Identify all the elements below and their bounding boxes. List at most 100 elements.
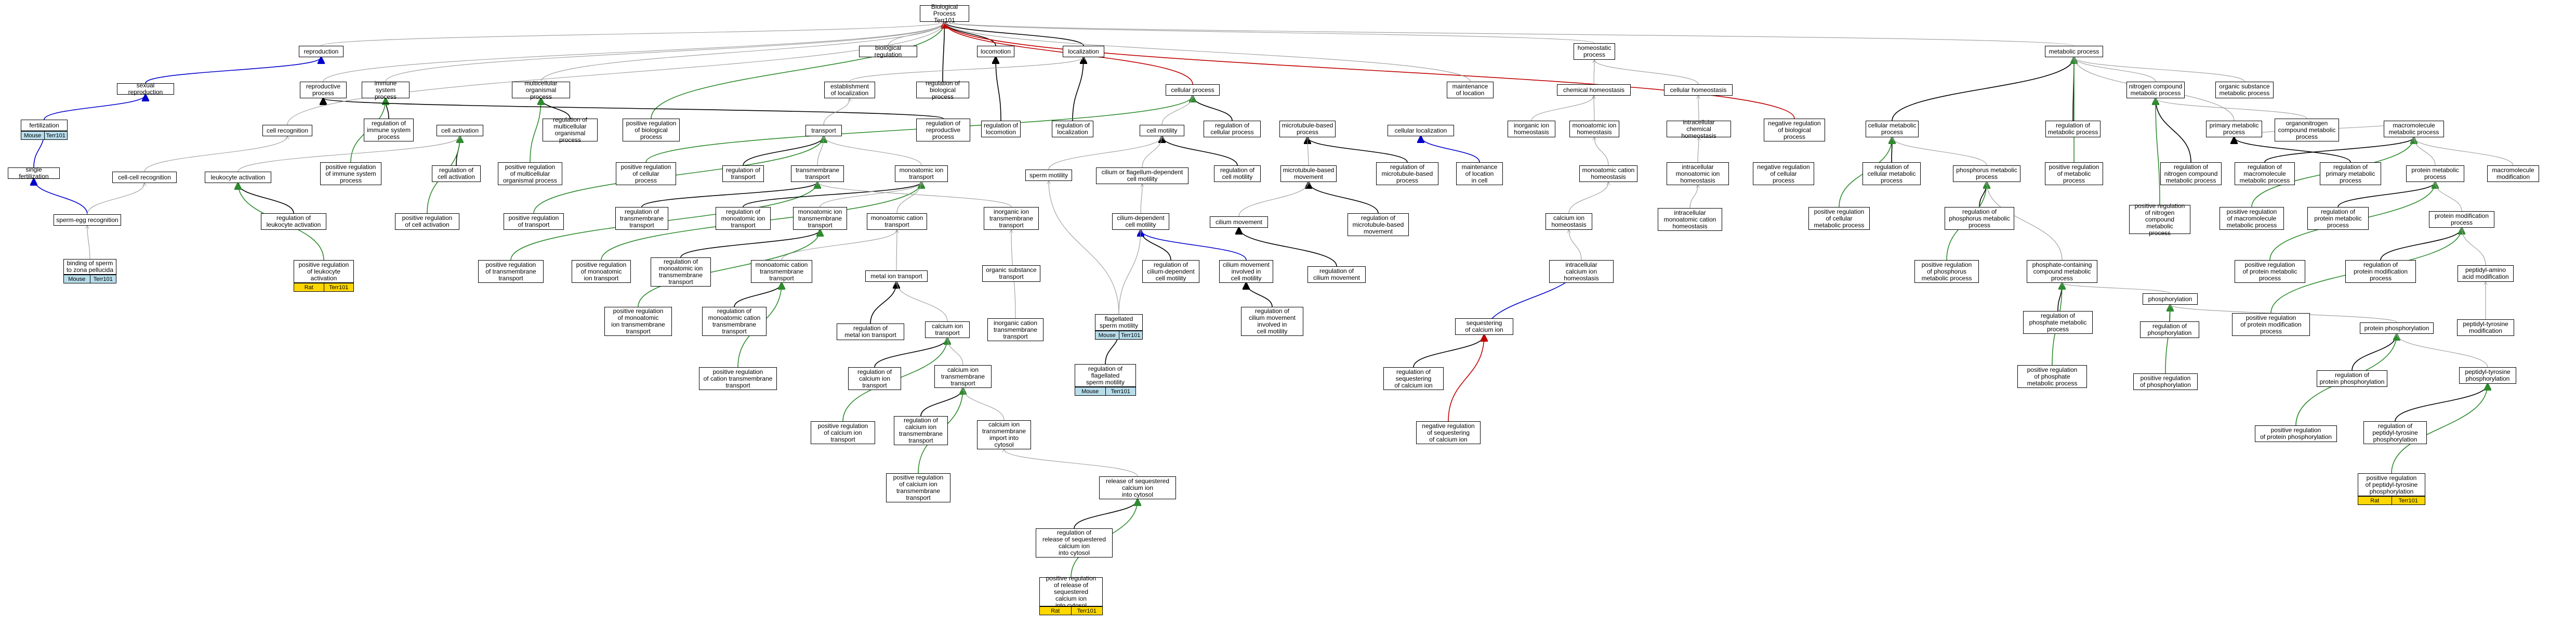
go-term-pos-reg-calcium-ion-transport[interactable]: positive regulation of calcium ion trans…: [811, 421, 875, 444]
go-term-reg-calcium-ion-transport[interactable]: regulation of calcium ion transport: [848, 367, 901, 390]
go-term-cell-cell-recognition[interactable]: cell-cell recognition: [112, 172, 177, 183]
go-term-cell-recognition[interactable]: cell recognition: [262, 125, 312, 136]
go-term-monoatomic-cation-transport[interactable]: monoatomic cation transport: [867, 213, 927, 230]
go-term-intracellular-calcium-homeostasis[interactable]: intracellular calcium ion homeostasis: [1549, 260, 1614, 283]
go-term-reg-leukocyte-activation[interactable]: regulation of leukocyte activation: [261, 213, 326, 230]
go-term-establishment-localization[interactable]: establishment of localization: [824, 82, 875, 98]
go-term-locomotion[interactable]: locomotion: [977, 46, 1014, 57]
go-term-pos-reg-monoatomic-ion-transport[interactable]: positive regulation of monoatomic ion tr…: [572, 260, 631, 283]
go-term-reg-primary-metabolic[interactable]: regulation of primary metabolic process: [2320, 162, 2381, 185]
go-term-organic-substance-transport[interactable]: organic substance transport: [982, 265, 1040, 282]
go-term-reg-cell-motility[interactable]: regulation of cell motility: [1214, 165, 1261, 182]
go-term-phosphate-containing-metabolic[interactable]: phosphate-containing compound metabolic …: [2027, 260, 2097, 283]
go-term-microtubule-based-movement[interactable]: microtubule-based movement: [1280, 165, 1337, 182]
go-term-cilium-dependent-motility[interactable]: cilium-dependent cell motility: [1112, 213, 1169, 230]
go-term-reg-peptidyl-tyrosine-phosphorylation[interactable]: regulation of peptidyl-tyrosine phosphor…: [2363, 421, 2427, 444]
go-term-protein-modification-process[interactable]: protein modification process: [2429, 211, 2494, 228]
go-term-reg-macromolecule-metabolic[interactable]: regulation of macromolecule metabolic pr…: [2235, 162, 2295, 185]
go-term-calcium-ion-transport[interactable]: calcium ion transport: [925, 321, 970, 338]
go-term-reg-release-sequestered-calcium[interactable]: regulation of release of sequestered cal…: [1036, 528, 1113, 558]
go-term-cilium-movement[interactable]: cilium movement: [1210, 216, 1268, 228]
go-term-pos-reg-transport[interactable]: positive regulation of transport: [504, 213, 564, 230]
go-term-maintenance-location-cell[interactable]: maintenance of location in cell: [1456, 162, 1503, 185]
go-term-monoatomic-cation-transmembrane-transport[interactable]: monoatomic cation transmembrane transpor…: [751, 260, 812, 283]
go-term-reg-nitrogen-compound-metabolic[interactable]: regulation of nitrogen compound metaboli…: [2160, 162, 2222, 185]
go-term-reg-protein-metabolic[interactable]: regulation of protein metabolic process: [2307, 207, 2369, 230]
go-term-chemical-homeostasis[interactable]: chemical homeostasis: [1557, 84, 1631, 96]
go-term-monoatomic-ion-homeostasis[interactable]: monoatomic ion homeostasis: [1569, 121, 1619, 137]
go-term-pos-reg-leukocyte-activation[interactable]: positive regulation of leukocyte activat…: [294, 260, 354, 283]
go-term-reg-immune-system[interactable]: regulation of immune system process: [364, 119, 414, 141]
go-term-monoatomic-ion-transmembrane-transport[interactable]: monoatomic ion transmembrane transport: [793, 207, 847, 230]
go-term-organonitrogen-metabolic[interactable]: organonitrogen compound metabolic proces…: [2275, 119, 2339, 141]
go-term-nitrogen-compound-metabolic[interactable]: nitrogen compound metabolic process: [2126, 82, 2185, 98]
go-term-single-fertilization[interactable]: single fertilization: [8, 166, 60, 180]
go-term-pos-reg-cation-transmembrane[interactable]: positive regulation of cation transmembr…: [699, 367, 777, 390]
go-term-flagellated-sperm-motility[interactable]: flagellated sperm motility: [1095, 314, 1143, 331]
go-term-reg-sequestering-calcium[interactable]: regulation of sequestering of calcium io…: [1383, 367, 1444, 390]
go-term-sequestering-calcium[interactable]: sequestering of calcium ion: [1455, 318, 1513, 335]
go-term-cellular-localization[interactable]: cellular localization: [1388, 125, 1454, 136]
go-term-reg-localization[interactable]: regulation of localization: [1052, 121, 1093, 137]
go-term-homeostatic-process[interactable]: homeostatic process: [1574, 43, 1615, 60]
go-term-pos-reg-phosphorylation[interactable]: positive regulation of phosphorylation: [2133, 373, 2198, 390]
go-term-pos-reg-transmembrane-transport[interactable]: positive regulation of transmembrane tra…: [478, 260, 544, 283]
go-term-macromolecule-modification[interactable]: macromolecule modification: [2487, 165, 2539, 182]
go-term-release-sequestered-calcium[interactable]: release of sequestered calcium ion into …: [1099, 476, 1176, 499]
go-term-pos-reg-protein-metabolic[interactable]: positive regulation of protein metabolic…: [2235, 260, 2305, 283]
go-term-monoatomic-ion-transport[interactable]: monoatomic ion transport: [895, 165, 948, 182]
go-term-inorganic-cation-transmembrane[interactable]: inorganic cation transmembrane transport: [987, 318, 1043, 341]
go-term-reg-protein-phosphorylation[interactable]: regulation of protein phosphorylation: [2317, 370, 2387, 387]
go-term-transport[interactable]: transport: [805, 125, 842, 136]
go-term-reg-phosphorylation[interactable]: regulation of phosphorylation: [2140, 321, 2199, 338]
go-term-pos-reg-metabolic[interactable]: positive regulation of metabolic process: [2045, 162, 2103, 185]
go-term-cell-activation[interactable]: cell activation: [437, 125, 483, 136]
go-term-intracellular-chemical-homeostasis[interactable]: intracellular chemical homeostasis: [1667, 119, 1731, 139]
go-term-reg-monoatomic-ion-transmembrane[interactable]: regulation of monoatomic ion transmembra…: [651, 257, 711, 287]
go-term-protein-phosphorylation[interactable]: protein phosphorylation: [2360, 322, 2434, 334]
go-term-metabolic-process[interactable]: metabolic process: [2045, 46, 2103, 57]
go-term-reg-reproductive-process[interactable]: regulation of reproductive process: [916, 119, 970, 141]
go-term-inorganic-ion-homeostasis[interactable]: inorganic ion homeostasis: [1508, 121, 1555, 137]
go-term-peptidyl-tyrosine-phosphorylation[interactable]: peptidyl-tyrosine phosphorylation: [2459, 367, 2516, 384]
go-term-reg-metabolic-process[interactable]: regulation of metabolic process: [2045, 121, 2101, 137]
go-term-reg-calcium-ion-transmembrane[interactable]: regulation of calcium ion transmembrane …: [894, 416, 948, 445]
go-term-reg-flagellated-sperm-motility[interactable]: regulation of flagellated sperm motility: [1075, 364, 1136, 387]
go-term-cellular-metabolic-process[interactable]: cellular metabolic process: [1866, 121, 1919, 137]
go-term-reg-monoatomic-cation-transmembrane[interactable]: regulation of monoatomic cation transmem…: [702, 307, 767, 336]
go-term-reg-microtubule-movement[interactable]: regulation of microtubule-based movement: [1348, 213, 1409, 236]
go-term-pos-reg-nitrogen-compound[interactable]: positive regulation of nitrogen compound…: [2129, 202, 2190, 236]
go-term-calcium-ion-transmembrane-transport[interactable]: calcium ion transmembrane transport: [934, 365, 992, 388]
go-term-pos-reg-phosphate-metabolic[interactable]: positive regulation of phosphate metabol…: [2017, 365, 2087, 388]
go-term-intracellular-monoatomic-ion[interactable]: intracellular monoatomic ion homeostasis: [1667, 162, 1729, 185]
go-term-sexual-reproduction[interactable]: sexual reproduction: [117, 82, 174, 96]
go-term-organic-substance-metabolic[interactable]: organic substance metabolic process: [2215, 82, 2274, 98]
go-term-cellular-process[interactable]: cellular process: [1166, 84, 1220, 96]
go-term-fertilization[interactable]: fertilization: [21, 120, 68, 131]
go-term-pos-reg-peptidyl-tyrosine[interactable]: positive regulation of peptidyl-tyrosine…: [2358, 473, 2425, 496]
go-term-reg-phosphorus-metabolic[interactable]: regulation of phosphorus metabolic proce…: [1945, 207, 2014, 230]
go-term-pos-reg-protein-phosphorylation[interactable]: positive regulation of protein phosphory…: [2255, 425, 2337, 442]
go-term-pos-reg-biological-process[interactable]: positive regulation of biological proces…: [623, 119, 680, 141]
go-term-pos-reg-multicellular[interactable]: positive regulation of multicellular org…: [498, 162, 562, 185]
go-term-immune-system-process[interactable]: immune system process: [362, 80, 409, 100]
go-term-reg-locomotion[interactable]: regulation of locomotion: [981, 121, 1021, 137]
go-term-reproduction[interactable]: reproduction: [299, 46, 344, 57]
go-term-cellular-homeostasis[interactable]: cellular homeostasis: [1664, 84, 1733, 96]
go-term-leukocyte-activation[interactable]: leukocyte activation: [205, 172, 271, 183]
go-term-reg-multicellular[interactable]: regulation of multicellular organismal p…: [543, 116, 598, 144]
go-term-reg-monoatomic-ion-transport[interactable]: regulation of monoatomic ion transport: [716, 207, 771, 230]
go-term-reg-transport[interactable]: regulation of transport: [722, 165, 764, 182]
go-term-transmembrane-transport[interactable]: transmembrane transport: [791, 165, 844, 182]
go-term-cilium-movement-motility[interactable]: cilium movement involved in cell motilit…: [1219, 260, 1273, 283]
go-term-metal-ion-transport[interactable]: metal ion transport: [865, 270, 928, 282]
go-term-pos-reg-immune-system[interactable]: positive regulation of immune system pro…: [320, 162, 381, 185]
go-term-sperm-egg-recognition[interactable]: sperm-egg recognition: [54, 214, 121, 226]
go-term-neg-reg-cellular-process[interactable]: negative regulation of cellular process: [1753, 162, 1814, 185]
go-term-neg-reg-sequestering-calcium[interactable]: negative regulation of sequestering of c…: [1416, 421, 1481, 444]
go-term-intracellular-monoatomic-cation[interactable]: intracellular monoatomic cation homeosta…: [1658, 208, 1722, 231]
go-term-primary-metabolic-process[interactable]: primary metabolic process: [2206, 121, 2262, 137]
go-term-calcium-ion-import-cytosol[interactable]: calcium ion transmembrane import into cy…: [977, 420, 1031, 449]
go-term-reproductive-process[interactable]: reproductive process: [300, 82, 347, 98]
go-term-phosphorylation[interactable]: phosphorylation: [2143, 293, 2198, 305]
